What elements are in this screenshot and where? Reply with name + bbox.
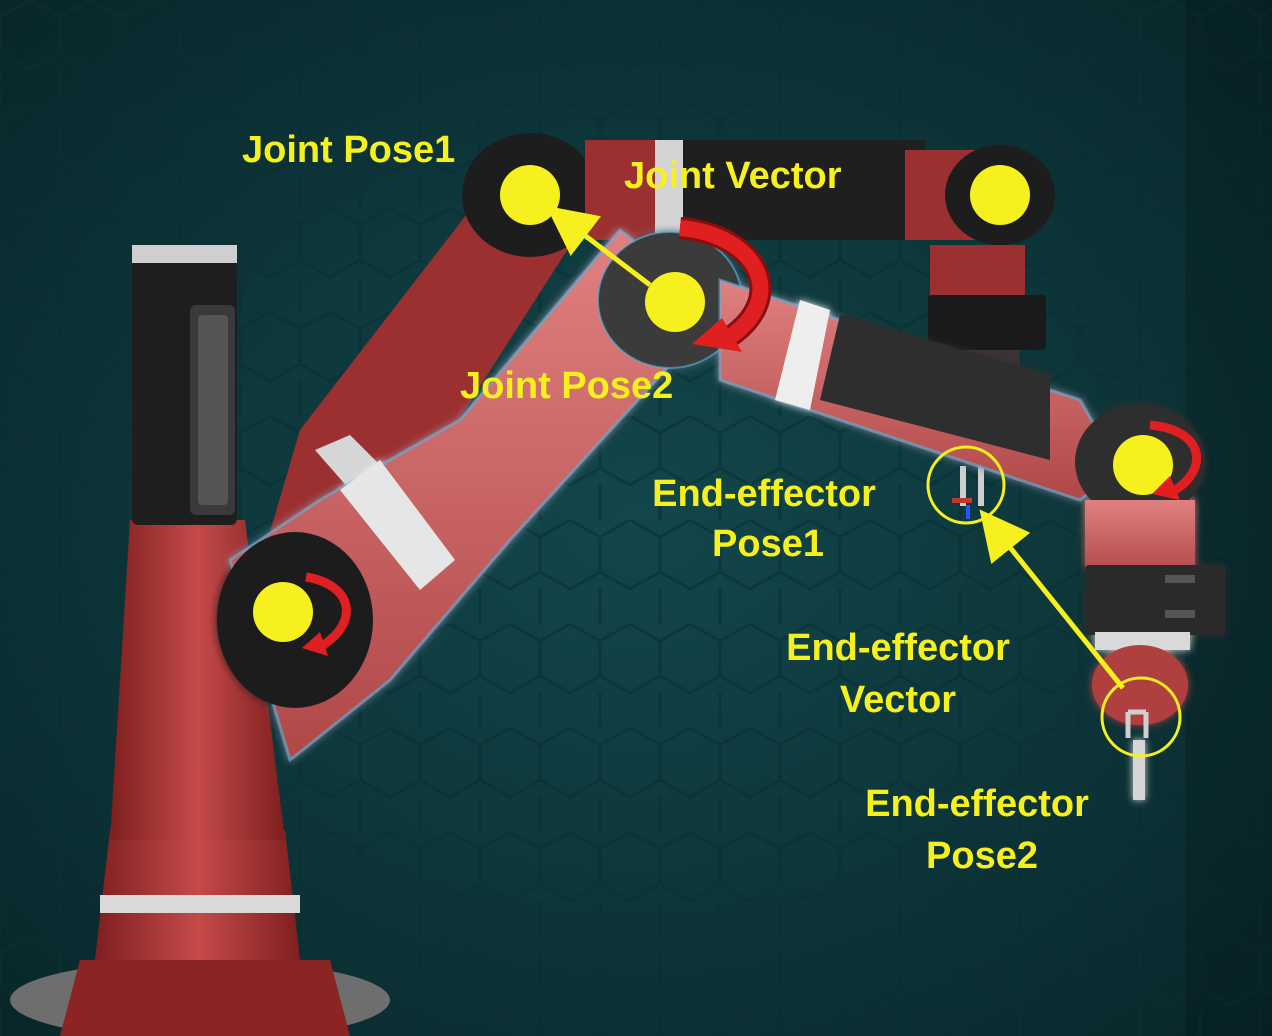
label-joint-pose2: Joint Pose2 [460, 365, 673, 407]
label-ee-pose1-line1: End-effector [652, 473, 876, 515]
label-ee-pose1-line2: Pose1 [712, 523, 824, 565]
elbow-marker [970, 165, 1030, 225]
wrist-marker [1113, 435, 1173, 495]
joint-pose1-marker [500, 165, 560, 225]
label-joint-pose1: Joint Pose1 [242, 129, 455, 171]
ee-pose1-circle [926, 445, 1006, 525]
ee-vector-arrow [979, 509, 1125, 690]
labels: Joint Pose1 Joint Vector Joint Pose2 End… [242, 129, 1089, 877]
right-panel-shade [1185, 0, 1272, 1036]
shoulder-marker [253, 582, 313, 642]
ee-pose2-circle [1100, 676, 1182, 758]
label-joint-vector: Joint Vector [624, 155, 842, 197]
label-ee-pose2-line2: Pose2 [926, 835, 1038, 877]
label-ee-pose2-line1: End-effector [865, 783, 1089, 825]
joint-markers [253, 165, 1173, 642]
gripper-pose2 [1125, 709, 1149, 738]
joint-pose2-marker [645, 272, 705, 332]
label-ee-vector-line1: End-effector [786, 627, 1010, 669]
rotation-arrow-shoulder [305, 572, 351, 652]
rotation-arrow-wrist [1149, 420, 1202, 496]
rotation-arrows [302, 217, 1202, 656]
label-ee-vector-line2: Vector [840, 679, 956, 721]
joint-vector-arrow [546, 205, 652, 287]
